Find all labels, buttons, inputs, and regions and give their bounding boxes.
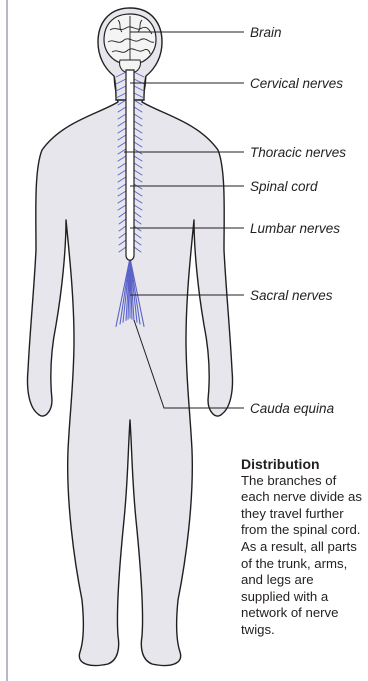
caption-title: Distribution bbox=[241, 456, 365, 473]
label-cervical-nerves: Cervical nerves bbox=[250, 76, 343, 91]
label-brain: Brain bbox=[250, 25, 282, 40]
label-sacral-nerves: Sacral nerves bbox=[250, 288, 333, 303]
label-cauda-equina: Cauda equina bbox=[250, 401, 335, 416]
distribution-caption: Distribution The branches of each nerve … bbox=[241, 456, 365, 639]
label-thoracic-nerves: Thoracic nerves bbox=[250, 145, 346, 160]
label-lumbar-nerves: Lumbar nerves bbox=[250, 221, 340, 236]
label-spinal-cord: Spinal cord bbox=[250, 179, 318, 194]
spinal-cord bbox=[126, 70, 134, 260]
caption-body: The branches of each nerve divide as the… bbox=[241, 473, 365, 639]
